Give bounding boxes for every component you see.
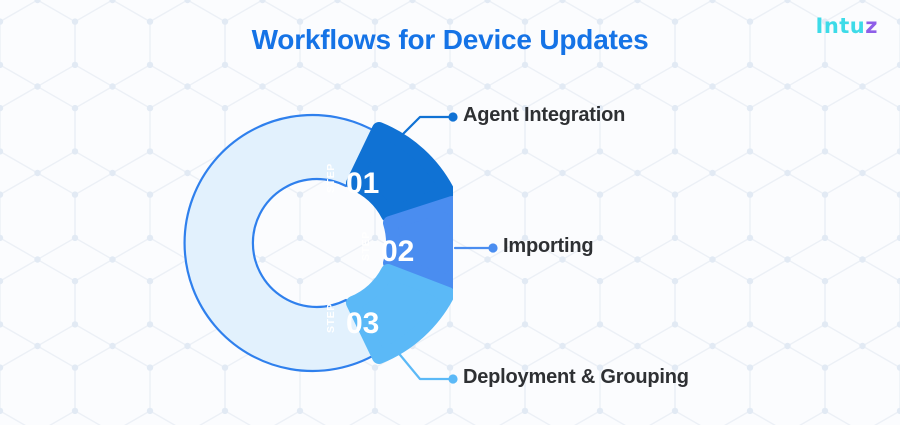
donut-chart: STEP 01 STEP 02 STEP 03 (183, 113, 453, 373)
donut-inactive-ring (183, 113, 379, 373)
logo-text-accent: z (865, 14, 878, 38)
step-label-agent-integration: Agent Integration (463, 104, 626, 126)
segment-02-shape (383, 196, 453, 290)
segment-02-step-word: STEP (360, 231, 372, 261)
segment-01-rounded-overlay (346, 122, 453, 222)
step-label-importing: Importing (503, 235, 594, 257)
connector-dot-02 (488, 243, 498, 253)
connector-line-02 (453, 243, 498, 253)
segment-03-shape (346, 264, 453, 364)
page-title: Workflows for Device Updates (251, 24, 649, 55)
intuz-logo: Intuz (816, 16, 879, 37)
logo-text-main: Intu (815, 14, 866, 38)
step-label-deployment-grouping: Deployment & Grouping (463, 366, 689, 388)
